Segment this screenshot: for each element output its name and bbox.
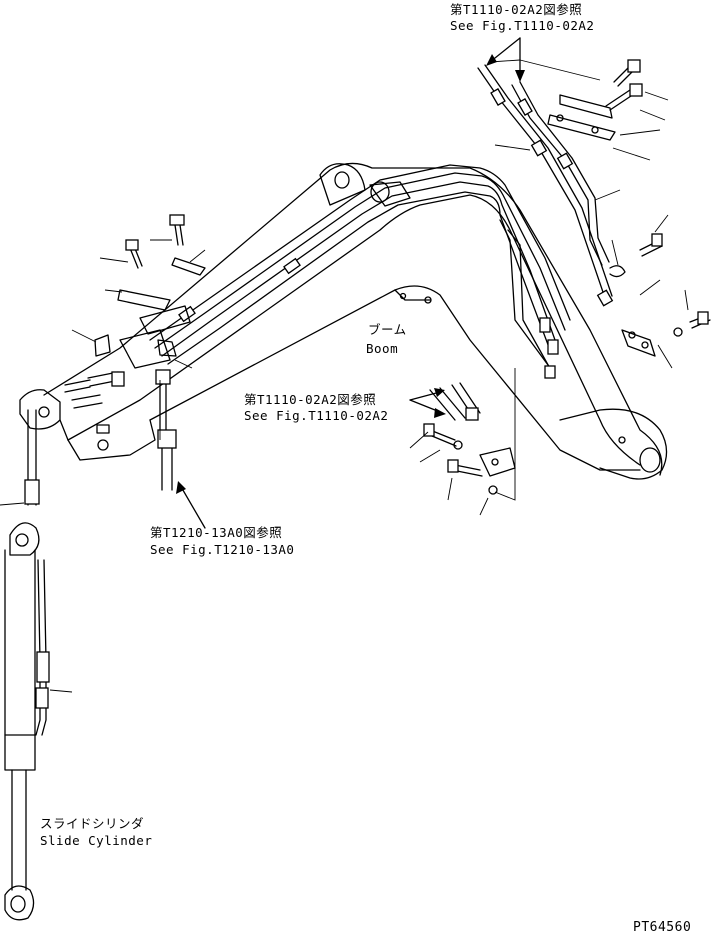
- top-ref-arrow: [486, 37, 525, 82]
- slide-cylinder-label-en: Slide Cylinder: [40, 833, 153, 848]
- slide-cylinder-label-jp: スライドシリンダ: [40, 816, 145, 831]
- mid-right-parts: [409, 368, 516, 516]
- left-parts: [64, 214, 206, 529]
- boom-outline: [19, 162, 668, 480]
- lower-reference-jp: 第T1210-13A0図参照: [150, 525, 283, 540]
- mid-reference-jp: 第T1110-02A2図参照: [244, 392, 377, 407]
- boom-label-en: Boom: [366, 341, 399, 356]
- upper-right-parts: [477, 59, 711, 369]
- lower-reference-en: See Fig.T1210-13A0: [150, 542, 295, 557]
- drawing-number: PT64560: [633, 920, 692, 935]
- boom-label-jp: ブーム: [368, 322, 407, 337]
- slide-cylinder: [0, 409, 73, 921]
- top-reference-en: See Fig.T1110-02A2: [450, 18, 595, 33]
- mid-reference-en: See Fig.T1110-02A2: [244, 408, 389, 423]
- boom-piping: [149, 164, 571, 379]
- top-reference-jp: 第T1110-02A2図参照: [450, 2, 583, 17]
